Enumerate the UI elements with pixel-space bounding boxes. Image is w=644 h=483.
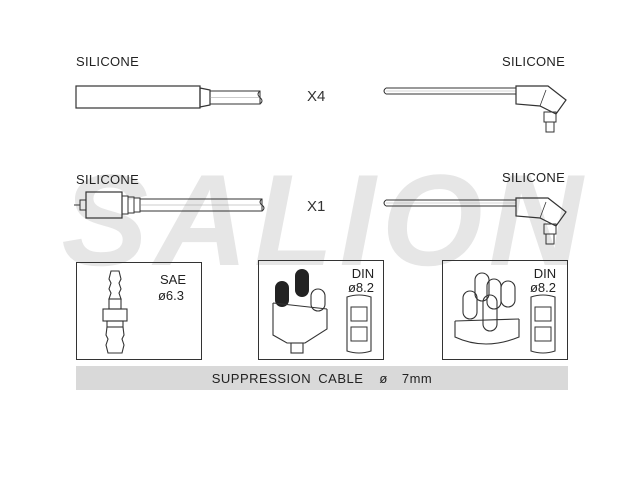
- sae-terminal-icon: [102, 270, 128, 354]
- din2-size-label: ø8.2: [529, 280, 556, 295]
- row2-right-label: SILICONE: [502, 170, 566, 185]
- footer-value: 7mm: [401, 370, 433, 386]
- distributor-cap-icon: [454, 272, 520, 345]
- din-boot-icon-1: [346, 294, 372, 354]
- row2-left-label: SILICONE: [76, 172, 140, 187]
- sae-size-label: ø6.3: [157, 288, 184, 303]
- row2-right-boot: [383, 197, 567, 245]
- footer-label: SUPPRESSION CABLE: [211, 370, 364, 386]
- terminal-box-sae: SAE ø6.3: [76, 262, 202, 360]
- terminal-box-din-1: DIN ø8.2: [258, 260, 384, 360]
- diameter-symbol: ø: [379, 370, 388, 386]
- row1-left-label: SILICONE: [76, 54, 140, 69]
- row1-right-boot: [383, 85, 567, 133]
- sae-type-label: SAE: [159, 272, 186, 287]
- terminal-box-din-2: DIN ø8.2: [442, 260, 568, 360]
- row2-multiplier: X1: [307, 198, 326, 215]
- row1-right-label: SILICONE: [502, 54, 566, 69]
- din2-type-label: DIN: [533, 266, 557, 281]
- din-cap-icon-1: [272, 269, 328, 354]
- suppression-cable-bar: SUPPRESSION CABLE ø 7mm: [76, 366, 568, 390]
- row1-multiplier: X4: [307, 88, 326, 105]
- row2-left-connector: [74, 191, 265, 219]
- row1-left-plug: [75, 85, 263, 109]
- din1-size-label: ø8.2: [347, 280, 374, 295]
- din-boot-icon-2: [530, 294, 556, 354]
- din1-type-label: DIN: [351, 266, 375, 281]
